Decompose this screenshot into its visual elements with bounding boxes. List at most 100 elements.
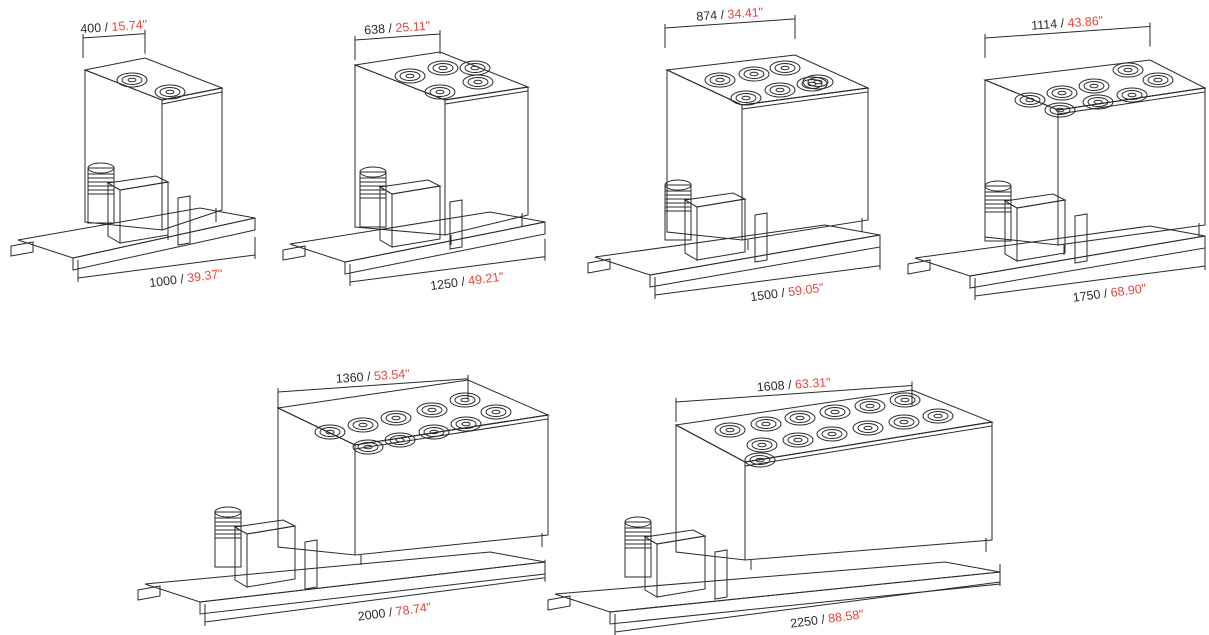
filter-ring: [462, 74, 494, 90]
filter-ring: [796, 76, 828, 92]
bracket: [304, 539, 318, 590]
filter-unit-4: 1114 / 43.86" 1750 / 68.90": [907, 14, 1207, 305]
top-dimension-line: [664, 18, 796, 29]
base-length-mm: 1000: [148, 273, 177, 291]
base-frame: [554, 561, 1001, 613]
base-dimension-line: [654, 265, 881, 296]
dimension-separator: /: [101, 20, 112, 35]
filter-ring: [730, 90, 762, 106]
filter-ring: [1082, 94, 1114, 110]
cabinet-side: [354, 64, 446, 236]
top-plate-edge: [354, 414, 549, 450]
fan-motor: [624, 516, 728, 600]
dimension-separator: /: [385, 21, 396, 36]
filter-ring: [1078, 78, 1110, 94]
top-width-inch: 15.74": [111, 18, 148, 34]
base-length-mm: 2000: [357, 606, 386, 624]
base-length-label: 1000 / 39.37": [148, 267, 223, 291]
filter-ring: [764, 82, 796, 98]
base-dimension-line: [614, 581, 1001, 633]
cabinet-side: [675, 424, 746, 561]
base-length-inch: 49.21": [467, 270, 504, 289]
filter-ring: [424, 84, 456, 100]
base-length-mm: 1500: [749, 287, 778, 305]
fan-motor: [87, 162, 191, 246]
filter-ring: [1046, 85, 1078, 101]
base-rail-front: [649, 234, 881, 288]
filter-ring: [416, 402, 448, 418]
base-frame: [594, 224, 881, 276]
filter-unit-2: 638 / 25.11"1250 / 49.21": [282, 19, 546, 294]
cabinet-front: [354, 414, 549, 556]
top-dimension-line: [277, 378, 469, 393]
filter-ring: [769, 60, 801, 76]
fan-box-front: [696, 198, 746, 261]
dimensions: 638 / 25.11"1250 / 49.21": [349, 19, 546, 294]
fan-motor: [214, 506, 318, 590]
base-rail-front: [969, 235, 1206, 289]
filter-ring: [746, 437, 778, 453]
base-length-label: 1500 / 59.05": [749, 281, 824, 305]
fork-slot: [907, 259, 931, 275]
dimensions: 1114 / 43.86" 1750 / 68.90": [974, 14, 1206, 305]
filter-ring: [922, 408, 954, 424]
top-dimension-line: [354, 33, 441, 41]
filter-ring: [1044, 102, 1076, 118]
fan-box-front: [119, 181, 169, 244]
base-dimension-line: [204, 577, 546, 623]
top-dimension-line: [675, 384, 913, 403]
base-length-label: 1250 / 49.21": [429, 270, 504, 294]
filter-ring: [889, 392, 921, 408]
filter-ring: [782, 432, 814, 448]
filter-ring: [380, 410, 412, 426]
filter-ring: [1116, 87, 1148, 103]
filter-ring: [750, 416, 782, 432]
cabinet-side: [277, 407, 356, 556]
filter-ring: [427, 60, 459, 76]
base-rail-front: [199, 561, 546, 615]
filter-ring: [852, 420, 884, 436]
base-length-inch: 68.90": [1110, 281, 1147, 300]
top-width-mm: 1114: [1031, 17, 1058, 33]
fork-slot: [547, 595, 571, 611]
base-frame: [17, 207, 256, 259]
filter-ring: [347, 417, 379, 433]
dimension-separator: /: [363, 369, 374, 384]
filter-ring: [154, 84, 186, 100]
filter-ring: [888, 414, 920, 430]
filter-ring: [714, 422, 746, 438]
filter-unit-5: 1360 / 53.54"2000 / 78.74": [137, 367, 550, 626]
fan-box-front: [391, 185, 441, 248]
base-dimension-line: [974, 265, 1206, 297]
base-frame: [289, 211, 546, 263]
top-width-mm: 638: [364, 22, 386, 37]
base-frame: [144, 551, 546, 603]
top-width-mm: 1608: [756, 378, 785, 394]
base-length-label: 2250 / 88.58": [789, 607, 864, 631]
filter-ring: [314, 424, 346, 440]
fork-slot: [10, 241, 34, 257]
base-length-label: 1750 / 68.90": [1072, 281, 1147, 305]
fan-box-front: [1016, 199, 1066, 262]
dimension-separator: /: [717, 8, 728, 23]
top-width-label: 1114 / 43.86": [1031, 14, 1104, 33]
top-width-inch: 53.54": [373, 367, 410, 383]
filter-ring: [1142, 72, 1174, 88]
top-width-inch: 43.86": [1067, 14, 1104, 30]
base-length-mm: 2250: [789, 613, 818, 631]
dimension-separator: /: [1057, 16, 1068, 31]
fork-slot: [587, 258, 611, 274]
cabinet-front: [744, 421, 993, 561]
cabinet-side: [666, 69, 743, 241]
top-plate: [83, 57, 224, 101]
top-width-inch: 63.31": [794, 375, 831, 391]
top-dimension-line: [984, 25, 1151, 39]
filter-ring: [819, 404, 851, 420]
top-plate-edge: [161, 87, 223, 105]
top-plate-edge: [1057, 87, 1206, 115]
bracket: [754, 212, 768, 263]
cabinet-front: [1057, 87, 1206, 246]
base-length-inch: 78.74": [395, 600, 432, 619]
base-dimension-line: [77, 254, 256, 279]
